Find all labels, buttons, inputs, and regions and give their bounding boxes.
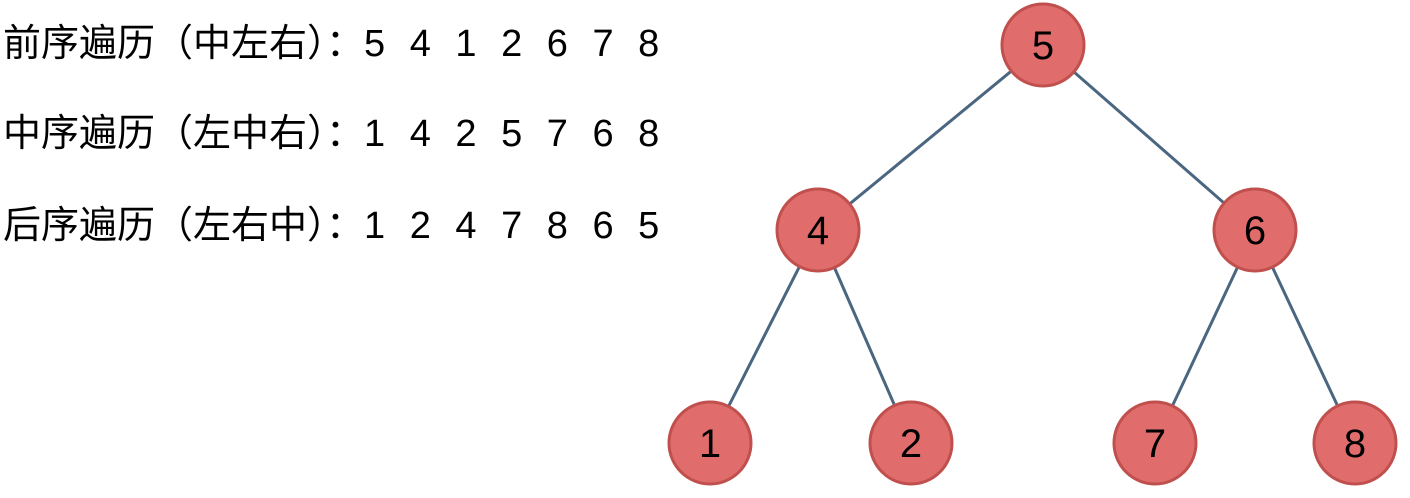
tree-node-circle-5[interactable]	[1000, 2, 1086, 88]
tree-edge-6-7	[1170, 264, 1240, 409]
traversal-sequence-inorder: 1 4 2 5 7 6 8	[364, 113, 667, 155]
tree-node-8[interactable]: 8	[1312, 400, 1398, 486]
tree-edge-4-2	[832, 265, 897, 408]
tree-node-label-6: 6	[1244, 209, 1266, 253]
traversal-label-postorder: 后序遍历（左右中）：	[3, 203, 365, 247]
tree-node-circle-6[interactable]	[1212, 187, 1298, 273]
tree-node-group: 5 4 6 1 2 7 8	[667, 2, 1398, 486]
traversal-list: 前序遍历（中左右）：5 4 1 2 6 7 8 中序遍历（左中右）：1 4 2 …	[3, 0, 733, 280]
tree-node-circle-1[interactable]	[667, 400, 753, 486]
tree-node-label-4: 4	[807, 209, 829, 253]
tree-node-label-2: 2	[900, 422, 922, 466]
tree-node-label-1: 1	[699, 422, 721, 466]
tree-node-2[interactable]: 2	[868, 400, 954, 486]
tree-node-label-5: 5	[1032, 24, 1054, 68]
traversal-line-postorder: 后序遍历（左右中）：1 2 4 7 8 6 5	[3, 206, 666, 245]
traversal-label-inorder: 中序遍历（左中右）：	[3, 111, 365, 155]
tree-node-7[interactable]: 7	[1112, 400, 1198, 486]
tree-edge-5-4	[847, 68, 1014, 207]
tree-node-label-7: 7	[1144, 422, 1166, 466]
traversal-sequence-postorder: 1 2 4 7 8 6 5	[364, 205, 667, 247]
tree-node-circle-7[interactable]	[1112, 400, 1198, 486]
tree-node-6[interactable]: 6	[1212, 187, 1298, 273]
tree-edge-group	[726, 68, 1340, 409]
tree-node-1[interactable]: 1	[667, 400, 753, 486]
tree-node-circle-4[interactable]	[775, 187, 861, 273]
tree-node-circle-2[interactable]	[868, 400, 954, 486]
tree-edge-5-6	[1071, 69, 1227, 206]
traversal-line-preorder: 前序遍历（中左右）：5 4 1 2 6 7 8	[3, 24, 666, 63]
tree-node-circle-8[interactable]	[1312, 400, 1398, 486]
tree-edge-4-1	[726, 264, 802, 409]
traversal-sequence-preorder: 5 4 1 2 6 7 8	[364, 23, 667, 65]
tree-edge-6-8	[1270, 264, 1340, 409]
traversal-label-preorder: 前序遍历（中左右）：	[3, 21, 365, 65]
tree-node-label-8: 8	[1344, 422, 1366, 466]
tree-node-4[interactable]: 4	[775, 187, 861, 273]
tree-node-5[interactable]: 5	[1000, 2, 1086, 88]
traversal-line-inorder: 中序遍历（左中右）：1 4 2 5 7 6 8	[3, 114, 666, 153]
